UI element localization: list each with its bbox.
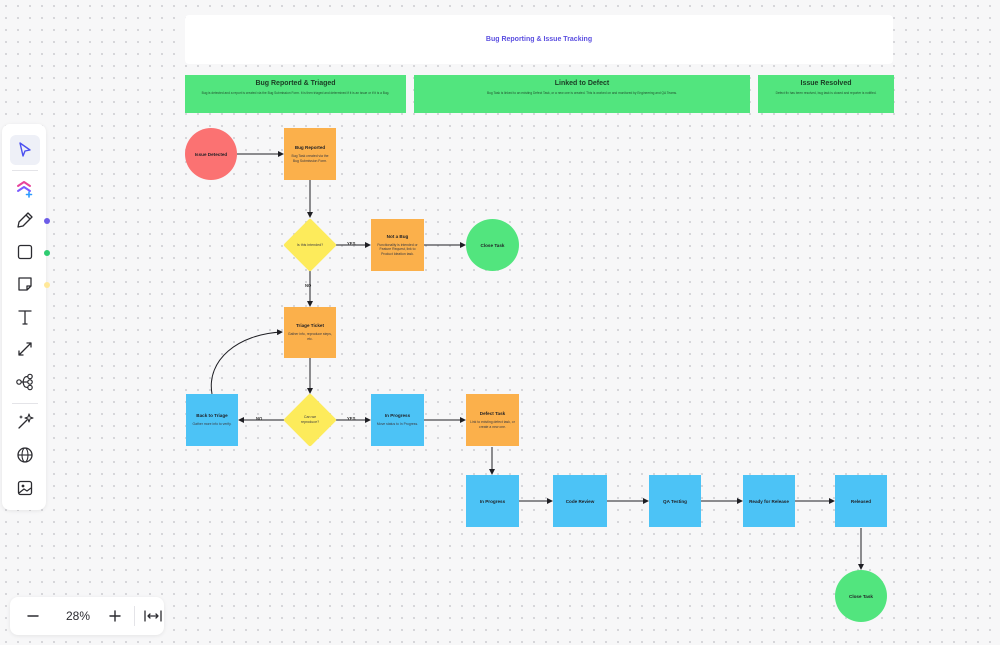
- zoom-level[interactable]: 28%: [65, 609, 91, 623]
- pen-color-dot: [44, 218, 50, 224]
- node-description: Link to existing defect task, or create …: [470, 419, 515, 429]
- magic-sparkle-icon[interactable]: [10, 407, 40, 437]
- left-toolbar: [2, 124, 46, 510]
- node-back-to-triage[interactable]: Back to Triage Gather more info to verif…: [186, 394, 238, 446]
- node-description: Gather more info to verify.: [192, 422, 232, 427]
- node-close-task[interactable]: Close Task: [466, 219, 519, 271]
- pen-icon[interactable]: [10, 205, 40, 235]
- node-ready-for-release[interactable]: Ready for Release: [743, 475, 795, 527]
- node-title: Close Task: [849, 593, 873, 599]
- node-title: Triage Ticket: [295, 323, 324, 329]
- node-title: Code Review: [565, 498, 595, 504]
- shape-square-icon[interactable]: [10, 237, 40, 267]
- phase-issue-resolved[interactable]: Issue Resolved Defect fix has been resol…: [758, 75, 894, 113]
- node-issue-detected[interactable]: Issue Detected: [185, 128, 237, 180]
- phase-description: Defect fix has been resolved, bug task i…: [775, 91, 877, 95]
- node-title: Back to Triage: [196, 413, 228, 419]
- node-title: Close Task: [480, 242, 505, 248]
- minus-icon: [27, 615, 39, 617]
- node-released[interactable]: Released: [835, 475, 887, 527]
- sticky-note-icon[interactable]: [10, 269, 40, 299]
- select-cursor-icon[interactable]: [10, 135, 40, 165]
- connector-icon[interactable]: [10, 334, 40, 364]
- decision-text: Is this intended?: [296, 242, 324, 247]
- clickup-ai-icon[interactable]: [10, 173, 40, 203]
- node-description: Move status to In Progress.: [376, 422, 419, 427]
- phase-linked-to-defect[interactable]: Linked to Defect Bug Task is linked to a…: [414, 75, 750, 113]
- edge-label-yes: YES: [347, 241, 356, 246]
- phase-title: Issue Resolved: [800, 80, 852, 87]
- node-title: Defect Task: [479, 410, 506, 416]
- node-bug-reported[interactable]: Bug Reported Bug Task created via the Bu…: [284, 128, 336, 180]
- mindmap-icon[interactable]: [10, 367, 40, 397]
- phase-description: Bug Task is linked to an existing Defect…: [486, 91, 678, 95]
- sticky-color-dot: [44, 282, 50, 288]
- node-not-a-bug[interactable]: Not a Bug Functionality is intended or F…: [371, 219, 424, 271]
- node-description: Functionality is intended or Feature Req…: [377, 242, 418, 256]
- zoom-divider: [134, 606, 135, 626]
- phase-description: Bug is detected and a report is created …: [201, 91, 390, 95]
- board-title: Bug Reporting & Issue Tracking: [485, 36, 593, 43]
- node-qa-testing[interactable]: QA Testing: [649, 475, 701, 527]
- node-title: In Progress: [479, 498, 506, 504]
- node-defect-task[interactable]: Defect Task Link to existing defect task…: [466, 394, 519, 446]
- board-title-card[interactable]: Bug Reporting & Issue Tracking: [185, 15, 893, 64]
- phase-title: Linked to Defect: [554, 80, 610, 87]
- node-description: Gather info, reproduce steps, etc.: [288, 332, 332, 341]
- node-description: Bug Task created via the Bug Submission …: [291, 153, 329, 163]
- shape-color-dot: [44, 250, 50, 256]
- zoom-in-button[interactable]: [100, 601, 130, 631]
- phase-bug-reported[interactable]: Bug Reported & Triaged Bug is detected a…: [185, 75, 406, 113]
- zoom-out-button[interactable]: [18, 601, 48, 631]
- node-title: Not a Bug: [386, 233, 409, 239]
- toolbar-divider: [12, 403, 38, 404]
- phase-title: Bug Reported & Triaged: [255, 80, 336, 87]
- node-triage-ticket[interactable]: Triage Ticket Gather info, reproduce ste…: [284, 307, 336, 358]
- node-in-progress-dev[interactable]: In Progress: [466, 475, 519, 527]
- node-close-task-final[interactable]: Close Task: [835, 570, 887, 622]
- node-code-review[interactable]: Code Review: [553, 475, 607, 527]
- text-icon[interactable]: [10, 302, 40, 332]
- node-title: Released: [850, 498, 872, 504]
- edge-label-no: NO: [305, 283, 312, 288]
- node-in-progress[interactable]: In Progress Move status to In Progress.: [371, 394, 424, 446]
- node-title: Issue Detected: [194, 151, 228, 157]
- arrow-backtriage-to-triage: [210, 329, 283, 395]
- node-title: Ready for Release: [749, 498, 789, 504]
- decision-is-intended[interactable]: Is this intended?: [283, 218, 337, 272]
- node-title: Bug Reported: [294, 144, 326, 150]
- node-title: In Progress: [384, 413, 411, 419]
- zoom-controls: 28%: [10, 597, 164, 635]
- globe-icon[interactable]: [10, 440, 40, 470]
- toolbar-divider: [12, 170, 38, 171]
- node-title: QA Testing: [663, 498, 687, 504]
- fit-to-screen-button[interactable]: [138, 601, 168, 631]
- image-icon[interactable]: [10, 473, 40, 503]
- fit-width-icon: [144, 610, 162, 622]
- decision-text: Can we reproduce?: [300, 415, 320, 424]
- edge-label-no: NO: [256, 416, 263, 421]
- decision-can-reproduce[interactable]: Can we reproduce?: [283, 393, 337, 447]
- plus-icon: [109, 610, 121, 622]
- edge-label-yes: YES: [347, 416, 356, 421]
